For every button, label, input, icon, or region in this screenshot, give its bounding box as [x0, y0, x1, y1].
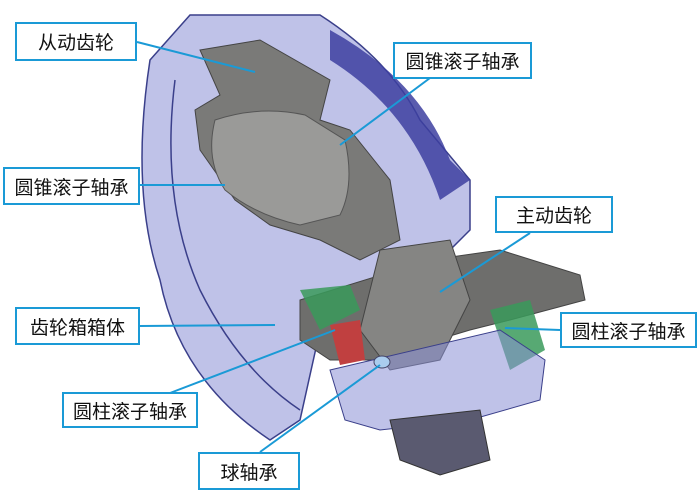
- label-driving-gear: 主动齿轮: [495, 196, 613, 233]
- label-tapered-bearing-top: 圆锥滚子轴承: [393, 42, 532, 79]
- label-cylindrical-bearing-right: 圆柱滚子轴承: [560, 312, 697, 348]
- label-gearbox-housing: 齿轮箱箱体: [15, 307, 140, 345]
- leader-ball: [259, 364, 381, 453]
- mount-bracket: [389, 409, 491, 476]
- label-tapered-bearing-left: 圆锥滚子轴承: [3, 167, 140, 205]
- label-ball-bearing: 球轴承: [198, 452, 300, 490]
- leader-housing: [139, 324, 276, 327]
- ball-bearing: [373, 355, 391, 369]
- leader-cyl-left: [169, 329, 336, 394]
- leader-lines: [136, 41, 561, 453]
- label-driven-gear: 从动齿轮: [15, 22, 137, 61]
- housing-inner-arc: [170, 79, 301, 411]
- housing-bottom: [329, 329, 546, 431]
- label-cylindrical-bearing-left: 圆柱滚子轴承: [62, 392, 198, 428]
- tapered-roller-bearing: [211, 110, 350, 226]
- seal-ring-left: [300, 285, 360, 330]
- leader-driven-gear: [136, 41, 256, 73]
- leader-cyl-right: [504, 327, 561, 331]
- leader-driving-gear: [439, 232, 531, 293]
- housing-flange: [330, 30, 470, 200]
- bearing-red-part: [330, 320, 365, 365]
- leader-tapered-top: [339, 77, 431, 146]
